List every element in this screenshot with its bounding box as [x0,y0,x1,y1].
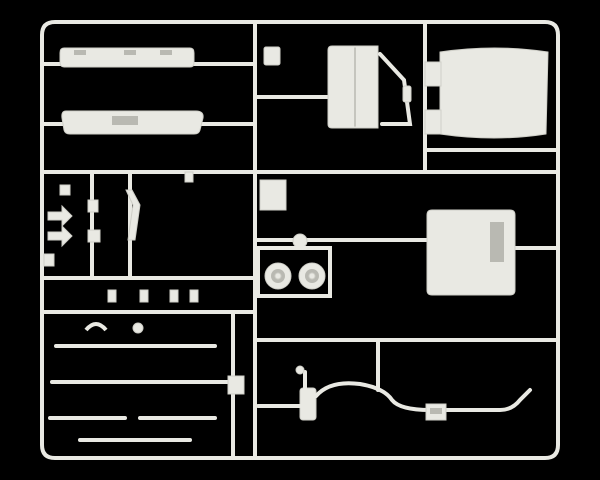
small-parts-left [43,171,194,267]
door-handle [402,85,412,103]
arrow-part-1 [47,204,73,228]
roof-panel-gate [424,61,442,87]
small-knob [292,233,308,249]
bumper-parts [59,47,204,135]
outer-frame [40,20,560,460]
exhaust-system [256,365,532,421]
exhaust-bracket-detail [430,408,442,414]
cab-tab [263,46,281,66]
wheel-left [264,262,292,290]
muffler [299,387,317,421]
lever-part [87,199,99,213]
bolt-part [132,322,144,334]
peg-4 [189,289,199,303]
tab-c [184,171,194,183]
roof-panel-gate-2 [424,109,442,135]
door-panel [327,45,379,129]
center-parts [256,179,516,298]
wheel-runner-box [256,246,332,298]
arrow-part-2 [47,224,73,248]
front-bumper-slot-2 [124,50,136,55]
hook-part [84,322,108,332]
lever-part-2 [87,229,101,243]
engine-cover-grille [490,222,504,262]
cab-panels [263,45,549,139]
rear-bumper-detail [112,116,138,125]
peg-1 [107,289,117,303]
mirror-arm [125,189,141,241]
exhaust-pipe [314,381,532,412]
wheel-right [298,262,326,290]
front-bumper-slot-1 [74,50,86,55]
roof-panel [439,47,549,139]
front-bumper-slot-3 [160,50,172,55]
exhaust-cap [295,365,305,375]
block-part [227,375,245,395]
tab-a [59,184,71,196]
tab-b [43,253,55,267]
peg-2 [139,289,149,303]
rear-panel [259,179,287,211]
small-parts-bottom-left [48,289,245,442]
peg-3 [169,289,179,303]
